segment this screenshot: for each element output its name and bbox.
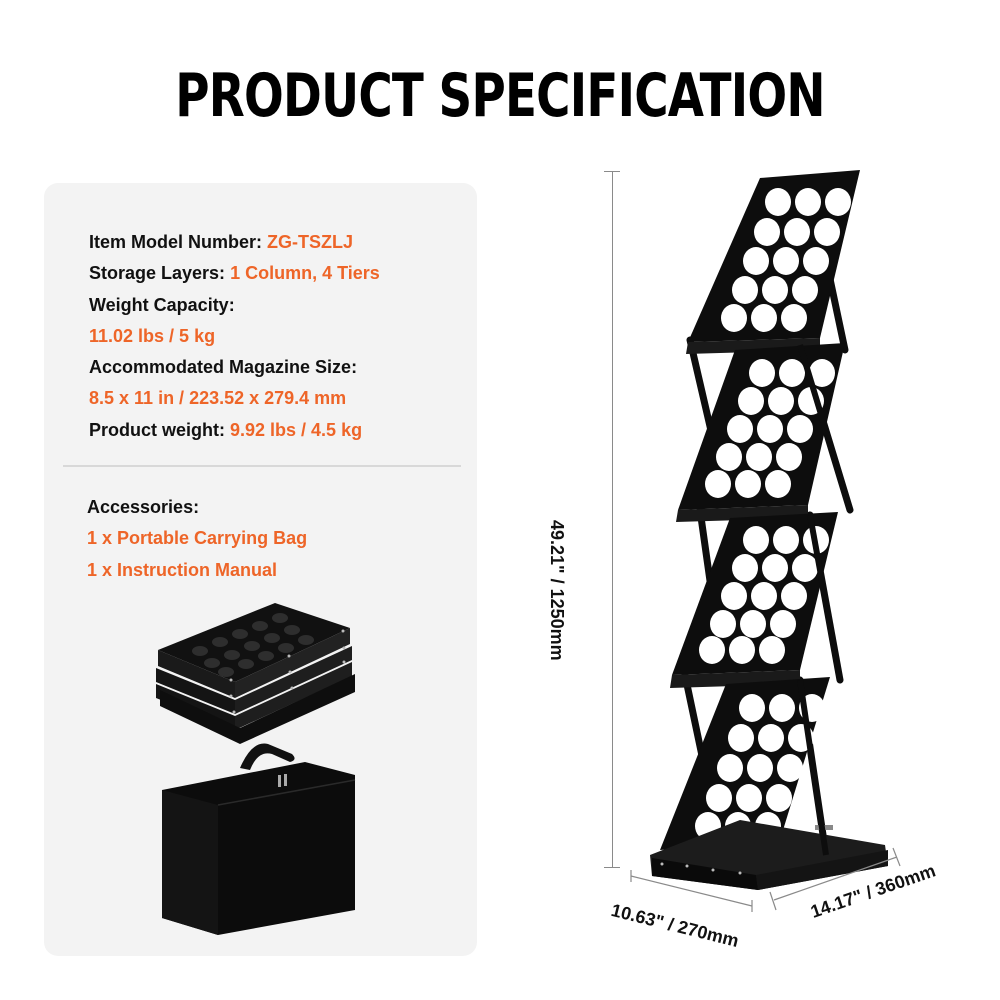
spec-label: Accommodated Magazine Size: bbox=[89, 357, 358, 378]
accessory-item: 1 x Instruction Manual bbox=[87, 559, 278, 580]
spec-label: Product weight: bbox=[89, 419, 230, 440]
carrying-bag-icon bbox=[162, 743, 356, 935]
spec-capacity-value: 11.02 lbs / 5 kg bbox=[89, 321, 380, 352]
page-title: PRODUCT SPECIFICATION bbox=[175, 61, 825, 131]
divider bbox=[63, 465, 461, 467]
spec-value: 9.92 lbs / 4.5 kg bbox=[230, 419, 363, 440]
spec-value: 8.5 x 11 in / 223.52 x 279.4 mm bbox=[89, 388, 347, 409]
spec-weight: Product weight: 9.92 lbs / 4.5 kg bbox=[89, 415, 380, 446]
spec-layers: Storage Layers: 1 Column, 4 Tiers bbox=[89, 258, 380, 289]
folding-magazine-rack-icon bbox=[650, 170, 888, 890]
spec-model: Item Model Number: ZG-TSZLJ bbox=[89, 227, 380, 258]
height-dimension-label: 49.21" / 1250mm bbox=[547, 520, 567, 661]
accessory-item: 1 x Portable Carrying Bag bbox=[87, 528, 308, 549]
spec-list: Item Model Number: ZG-TSZLJ Storage Laye… bbox=[89, 227, 380, 446]
spec-label: Weight Capacity: bbox=[89, 294, 235, 315]
spec-magazine-label: Accommodated Magazine Size: bbox=[89, 352, 380, 383]
folded-rack-icon bbox=[156, 603, 355, 744]
spec-value: 11.02 lbs / 5 kg bbox=[89, 325, 216, 346]
spec-label: Storage Layers: bbox=[89, 263, 231, 284]
spec-value: 1 Column, 4 Tiers bbox=[230, 263, 380, 284]
accessories-list: Accessories: 1 x Portable Carrying Bag 1… bbox=[87, 492, 307, 586]
spec-capacity-label: Weight Capacity: bbox=[89, 290, 380, 321]
spec-label: Item Model Number: bbox=[89, 232, 268, 252]
spec-magazine-value: 8.5 x 11 in / 223.52 x 279.4 mm bbox=[89, 383, 380, 414]
height-dimension-cap bbox=[604, 867, 620, 868]
dimension-lines bbox=[630, 847, 901, 912]
accessories-heading: Accessories: bbox=[87, 497, 200, 517]
height-dimension-cap bbox=[604, 171, 620, 172]
height-dimension-line bbox=[612, 171, 613, 867]
spec-value: ZG-TSZLJ bbox=[267, 232, 354, 252]
